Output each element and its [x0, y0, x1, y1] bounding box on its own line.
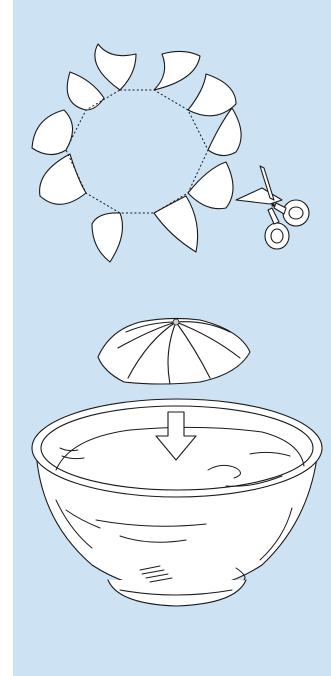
flower-petal-3 — [188, 74, 236, 116]
flower-petal-2 — [154, 51, 200, 90]
scissors-icon — [236, 166, 309, 249]
flower-petal-7 — [92, 213, 122, 262]
folded-paper-flower-icon — [98, 318, 250, 384]
flower-petal-10 — [67, 72, 104, 110]
flower-petal-8 — [40, 154, 86, 204]
paper-flower-template-icon — [32, 44, 241, 262]
flower-petal-6 — [154, 196, 198, 252]
flower-petal-9 — [32, 110, 73, 155]
flower-petal-1 — [95, 44, 136, 90]
flower-petal-5 — [188, 162, 233, 209]
